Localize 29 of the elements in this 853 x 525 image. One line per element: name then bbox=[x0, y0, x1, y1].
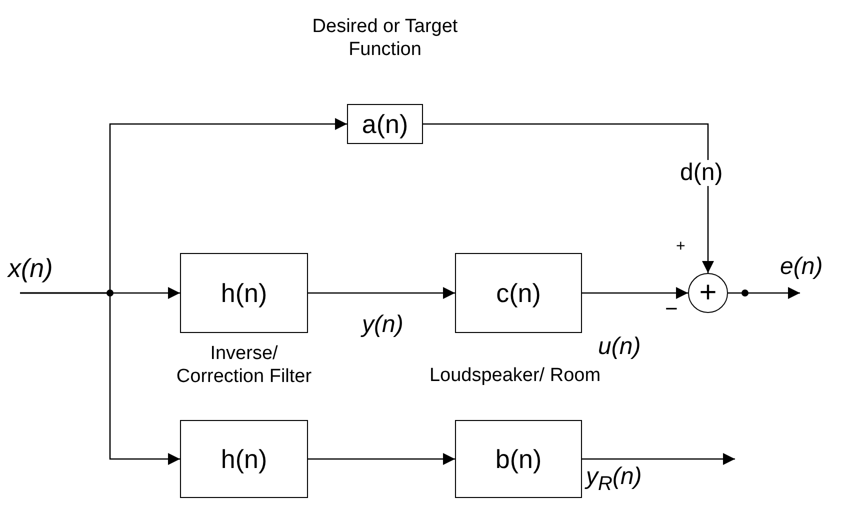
signal-label: y(n) bbox=[362, 312, 404, 338]
signal-label: d(n) bbox=[680, 160, 723, 186]
arrow bbox=[728, 287, 800, 299]
arrow bbox=[423, 123, 714, 273]
block-label: h(n) bbox=[220, 278, 268, 308]
block-box bbox=[180, 253, 308, 333]
block-label: c(n) bbox=[496, 278, 541, 308]
block-box bbox=[180, 420, 308, 498]
arrow bbox=[308, 287, 455, 299]
block-label: a(n) bbox=[362, 108, 408, 140]
block-caption: Loudspeaker/ Room bbox=[428, 365, 602, 388]
signal-label: e(n) bbox=[780, 254, 823, 280]
block-box bbox=[455, 420, 582, 498]
sign-label: − bbox=[665, 297, 678, 322]
sign-label: + bbox=[676, 238, 686, 256]
arrow bbox=[308, 453, 455, 465]
block-label: + bbox=[699, 278, 717, 308]
signal-label: x(n) bbox=[8, 254, 53, 283]
block-label: b(n) bbox=[495, 444, 542, 474]
signal-label: u(n) bbox=[598, 334, 641, 360]
summing-junction bbox=[688, 273, 728, 313]
block-box bbox=[347, 104, 423, 144]
arrow bbox=[20, 292, 180, 465]
block-box bbox=[455, 253, 582, 333]
block-label: h(n) bbox=[220, 444, 268, 474]
block-caption: Desired or Target Function bbox=[311, 16, 459, 62]
arrow bbox=[582, 287, 688, 299]
block-caption: Inverse/ Correction Filter bbox=[175, 343, 313, 389]
arrow bbox=[582, 453, 735, 465]
